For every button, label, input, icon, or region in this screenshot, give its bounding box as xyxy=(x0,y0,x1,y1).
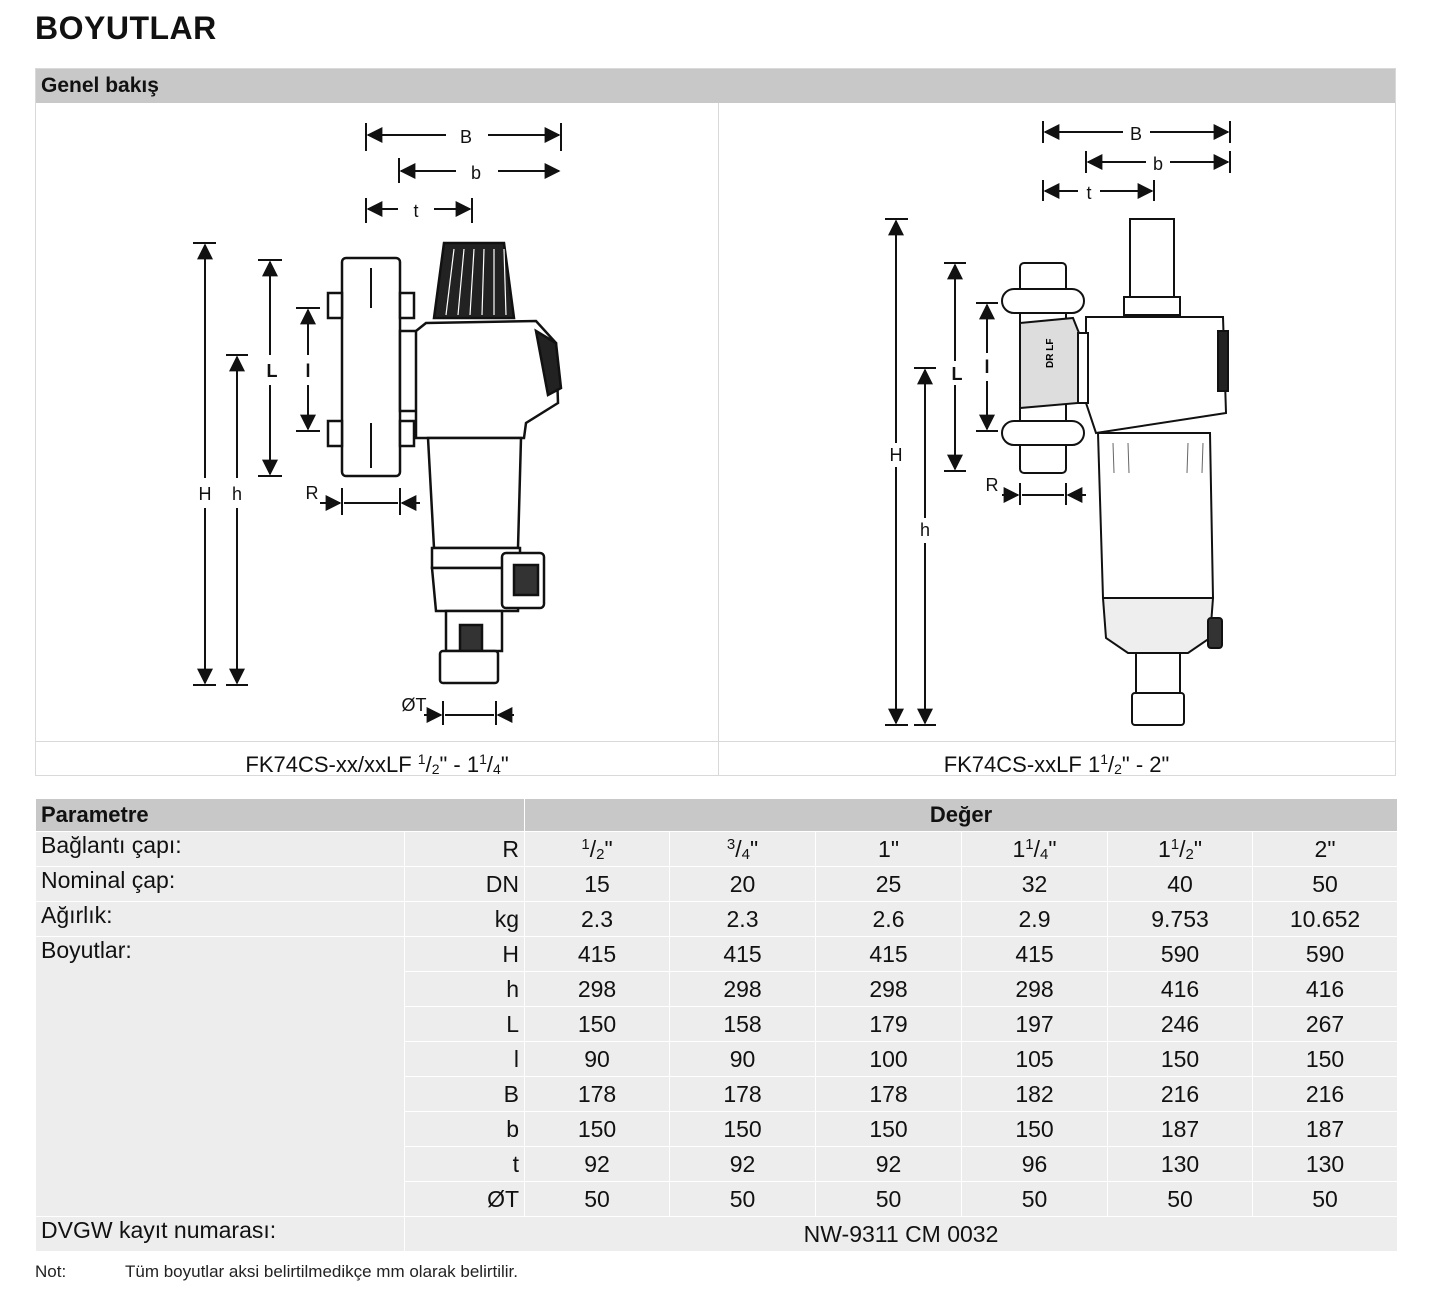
dim-h-label: h xyxy=(232,484,242,504)
note-text: Tüm boyutlar aksi belirtilmedikçe mm ola… xyxy=(125,1262,519,1281)
footnote: Not: Tüm boyutlar aksi belirtilmedikçe m… xyxy=(35,1262,518,1282)
table-row: ØT 50 50 50 50 50 50 xyxy=(36,1181,1399,1217)
dim-H-label: H xyxy=(199,484,212,504)
table-row: Nominal çap: DN 15 20 25 32 40 50 xyxy=(35,866,1399,902)
dim-l-label: l xyxy=(305,361,310,381)
table-row: h 298 298 298 298 416 416 xyxy=(36,971,1399,1007)
filter-large-drawing: B b t H h L l R DR LF xyxy=(885,121,1231,726)
dim-B-label: B xyxy=(1130,124,1142,144)
filter-small-drawing: B b t H h L l R ØT xyxy=(193,123,563,725)
dim-h-label: h xyxy=(920,520,930,540)
overview-section: Genel bakış xyxy=(35,68,1396,777)
table-row: DVGW kayıt numarası: NW-9311 CM 0032 xyxy=(35,1216,1399,1252)
table-row: Ağırlık: kg 2.3 2.3 2.6 2.9 9.753 10.652 xyxy=(35,901,1399,937)
left-drawing-panel: B b t H h L l R ØT FK74CS-xx/xxLF 1/2" -… xyxy=(36,103,719,777)
right-drawing-panel: B b t H h L l R DR LF FK74CS-xxLF 11/2" … xyxy=(718,103,1395,777)
dim-t-label: t xyxy=(413,201,418,221)
table-header-row: Parametre Değer xyxy=(34,798,1399,832)
dvgw-number: NW-9311 CM 0032 xyxy=(403,1216,1399,1252)
dim-T-label: ØT xyxy=(402,695,427,715)
dim-t-label: t xyxy=(1086,183,1091,203)
table-row: l 90 90 100 105 150 150 xyxy=(36,1041,1399,1077)
note-label: Not: xyxy=(35,1262,67,1281)
dim-R-label: R xyxy=(306,483,319,503)
table-row: B 178 178 178 182 216 216 xyxy=(36,1076,1399,1112)
left-caption: FK74CS-xx/xxLF 1/2" - 11/4" xyxy=(36,741,718,777)
table-row: b 150 150 150 150 187 187 xyxy=(36,1111,1399,1147)
dim-b-label: b xyxy=(471,163,481,183)
dimensions-label: Boyutlar: xyxy=(35,936,405,1217)
right-caption: FK74CS-xxLF 11/2" - 2" xyxy=(718,741,1395,777)
dim-l-label: l xyxy=(984,357,989,377)
overview-header: Genel bakış xyxy=(36,69,1395,103)
dim-H-label: H xyxy=(890,445,903,465)
table-row: t 92 92 92 96 130 130 xyxy=(36,1146,1399,1182)
page-title: BOYUTLAR xyxy=(35,10,217,46)
dim-L-label: L xyxy=(952,364,963,384)
dim-b-label: b xyxy=(1153,154,1163,174)
table-row: Bağlantı çapı: R 1/2" 3/4" 1" 11/4" 11/2… xyxy=(35,831,1399,867)
dim-B-label: B xyxy=(460,127,472,147)
dim-L-label: L xyxy=(267,361,278,381)
dim-R-label: R xyxy=(986,475,999,495)
valve-mark-text: DR LF xyxy=(1045,339,1056,368)
table-row: Boyutlar: H 415 415 415 415 590 590 xyxy=(35,936,1399,1217)
param-header: Parametre xyxy=(34,798,526,832)
value-header: Değer xyxy=(524,798,1399,832)
parameter-table: Parametre Değer Bağlantı çapı: R 1/2" 3/… xyxy=(34,798,1399,1252)
